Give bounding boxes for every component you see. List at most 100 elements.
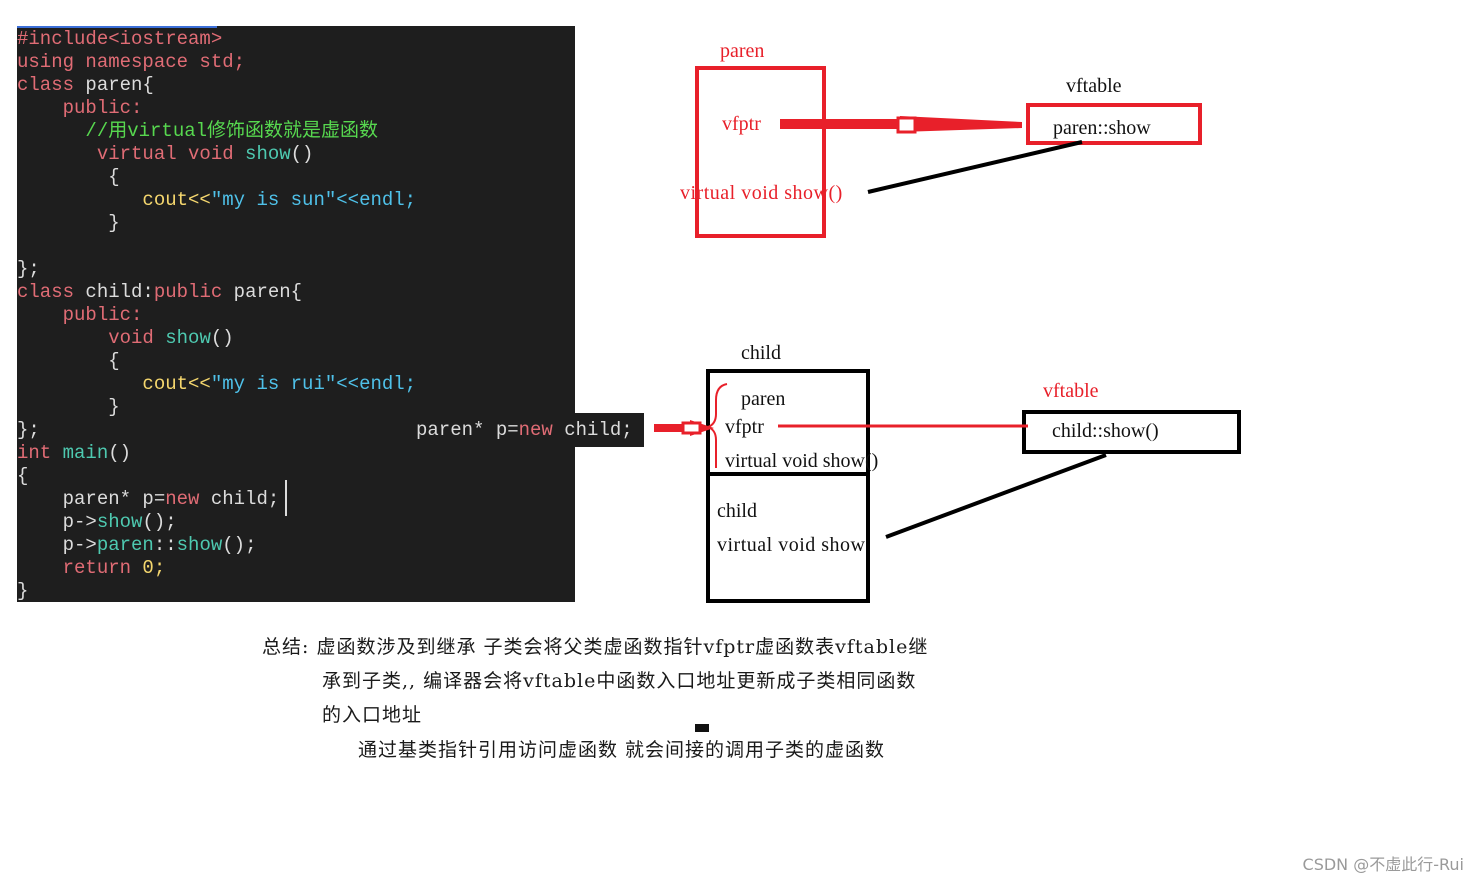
code-token: :: (153, 534, 177, 556)
code-snippet-callout: paren* p=new child; (413, 413, 644, 447)
vftable-parent-entry: paren::show (1053, 117, 1151, 139)
code-token: paren* p= (416, 419, 519, 441)
vftable-child-title: vftable (1043, 380, 1099, 402)
code-line: { (17, 350, 120, 373)
paren-object-box (695, 66, 826, 238)
code-token: { (17, 350, 120, 372)
code-token: () (290, 143, 314, 165)
code-line: class child:public paren{ (17, 281, 302, 304)
code-line: }; (17, 419, 40, 442)
code-line: } (17, 396, 120, 419)
code-token: <<endl; (336, 373, 417, 395)
code-token: show (96, 511, 143, 533)
code-line: #include<iostream> (17, 28, 222, 51)
vftable-parent-title: vftable (1066, 75, 1122, 97)
code-token: { (17, 166, 120, 188)
child-part-method-label: virtual void show (717, 534, 866, 556)
code-token: "my is rui" (210, 373, 337, 395)
code-token: new (165, 488, 211, 510)
code-token: public: (17, 304, 143, 326)
summary-line-1: 总结: 虚函数涉及到继承 子类会将父类虚函数指针vfptr虚函数表vftable… (262, 636, 929, 658)
code-token: class (17, 281, 86, 303)
code-line: return 0; (17, 557, 166, 580)
code-line: } (17, 580, 28, 603)
code-line: } (17, 212, 120, 235)
code-line: { (17, 465, 28, 488)
code-token: paren (96, 534, 154, 556)
summary-line-2: 承到子类,, 编译器会将vftable中函数入口地址更新成子类相同函数 (322, 670, 917, 692)
code-token: cout<< (17, 373, 211, 395)
code-line: p->show(); (17, 511, 177, 534)
code-line: public: (17, 304, 143, 327)
code-token: paren* p= (17, 488, 166, 510)
summary-line-4: 通过基类指针引用访问虚函数 就会间接的调用子类的虚函数 (358, 739, 886, 761)
code-token: cout<< (17, 189, 211, 211)
code-line: }; (17, 258, 40, 281)
text-cursor (285, 480, 287, 516)
paren-show-link-line (867, 140, 1083, 194)
code-line: { (17, 166, 120, 189)
code-token: show (165, 327, 211, 349)
vftable-parent-box (1026, 103, 1202, 145)
code-token: int (17, 442, 63, 464)
child-show-link-line (885, 453, 1107, 539)
ink-mark (695, 724, 709, 732)
code-line: int main() (17, 442, 131, 465)
code-token: "my is sun" (210, 189, 337, 211)
code-token: 0; (142, 557, 166, 579)
code-token: p-> (17, 534, 97, 556)
code-line: class paren{ (17, 74, 154, 97)
code-token: void (17, 327, 166, 349)
code-token: (); (222, 534, 257, 556)
code-token: { (17, 465, 29, 487)
child-box-divider (706, 472, 870, 476)
child-inner-paren-label: paren (741, 388, 786, 410)
code-line: void show() (17, 327, 234, 350)
code-token: main (62, 442, 109, 464)
child-part-label: child (717, 500, 757, 522)
code-token: () (108, 442, 132, 464)
code-token: using namespace std; (17, 51, 246, 73)
code-line: paren* p=new child; (17, 488, 280, 511)
paren-method-label: virtual void show() (680, 182, 843, 204)
child-parent-brace (705, 383, 728, 468)
code-token: child; (564, 419, 633, 441)
code-token: child: (85, 281, 154, 303)
code-token: public (153, 281, 234, 303)
child-inner-method-label: virtual void show() (725, 450, 879, 472)
code-line: public: (17, 97, 143, 120)
summary-line-3: 的入口地址 (322, 704, 423, 726)
code-token: show (176, 534, 223, 556)
code-panel: #include<iostream>using namespace std;cl… (17, 26, 575, 602)
code-line: cout<<"my is rui"<<endl; (17, 373, 416, 396)
code-token: new (518, 419, 565, 441)
code-token: child; (210, 488, 280, 510)
paren-title: paren (720, 40, 765, 62)
code-line: p->paren::show(); (17, 534, 257, 557)
code-token: }; (17, 258, 40, 280)
paren-vfptr-arrow (780, 116, 1022, 134)
paren-vfptr-label: vfptr (722, 113, 761, 135)
code-line: using namespace std; (17, 51, 245, 74)
code-token: } (17, 580, 29, 602)
vftable-child-box (1022, 410, 1241, 454)
code-token: //用virtual修饰函数就是虚函数 (17, 120, 379, 142)
code-token: () (210, 327, 234, 349)
code-token: } (17, 212, 120, 234)
code-token: } (17, 396, 120, 418)
code-line: //用virtual修饰函数就是虚函数 (17, 120, 378, 143)
code-token: return (17, 557, 143, 579)
snippet-to-child-arrow (654, 420, 714, 436)
code-token: show (245, 143, 291, 165)
code-line: virtual void show() (17, 143, 314, 166)
code-token: paren{ (85, 74, 154, 96)
csdn-watermark: CSDN @不虚此行-Rui (1302, 855, 1464, 874)
code-token: p-> (17, 511, 97, 533)
code-token: class (17, 74, 86, 96)
code-token: (); (142, 511, 177, 533)
code-token: #include<iostream> (17, 28, 223, 50)
vftable-child-entry: child::show() (1052, 420, 1159, 442)
code-token: paren{ (233, 281, 303, 303)
code-line: cout<<"my is sun"<<endl; (17, 189, 416, 212)
code-token: public: (17, 97, 143, 119)
